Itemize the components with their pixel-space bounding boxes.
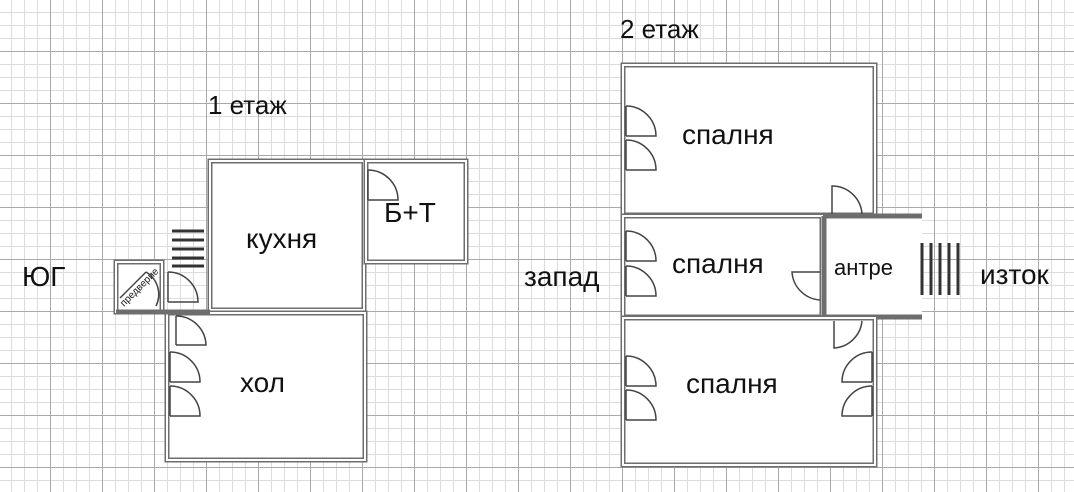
door-icon xyxy=(367,169,399,201)
room-label-kitchen: кухня xyxy=(246,223,317,254)
door-icon xyxy=(841,351,873,417)
stairs-icon xyxy=(920,243,960,295)
door-icon xyxy=(625,355,657,421)
door-icon xyxy=(833,320,863,349)
door-icon xyxy=(625,105,657,171)
stairs-icon xyxy=(172,229,204,268)
room-label-bedroom-top: спалня xyxy=(682,119,774,150)
door-icon xyxy=(791,271,821,301)
room-label-hall: хол xyxy=(240,367,285,398)
door-icon xyxy=(831,185,863,215)
room-label-bedroom-bottom: спалня xyxy=(686,368,778,399)
room-label-bedroom-middle: спалня xyxy=(672,248,764,279)
floor-1-plan: 1 етаж кухня Б+Т хол предверие xyxy=(113,90,469,463)
floor-2-plan: 2 етаж спалня спалня антре спалня xyxy=(620,14,960,468)
direction-west: запад xyxy=(524,261,599,292)
door-icon xyxy=(119,271,160,307)
floor-1-title: 1 етаж xyxy=(208,90,287,120)
floor-2-title: 2 етаж xyxy=(620,14,699,44)
room-label-bathroom: Б+Т xyxy=(384,197,436,228)
door-icon xyxy=(167,271,199,303)
door-icon xyxy=(175,315,207,346)
direction-east: изток xyxy=(980,259,1050,290)
door-icon xyxy=(169,351,201,417)
door-icon xyxy=(625,230,657,297)
direction-south: ЮГ xyxy=(22,261,65,292)
room-label-entry: антре xyxy=(834,255,893,280)
